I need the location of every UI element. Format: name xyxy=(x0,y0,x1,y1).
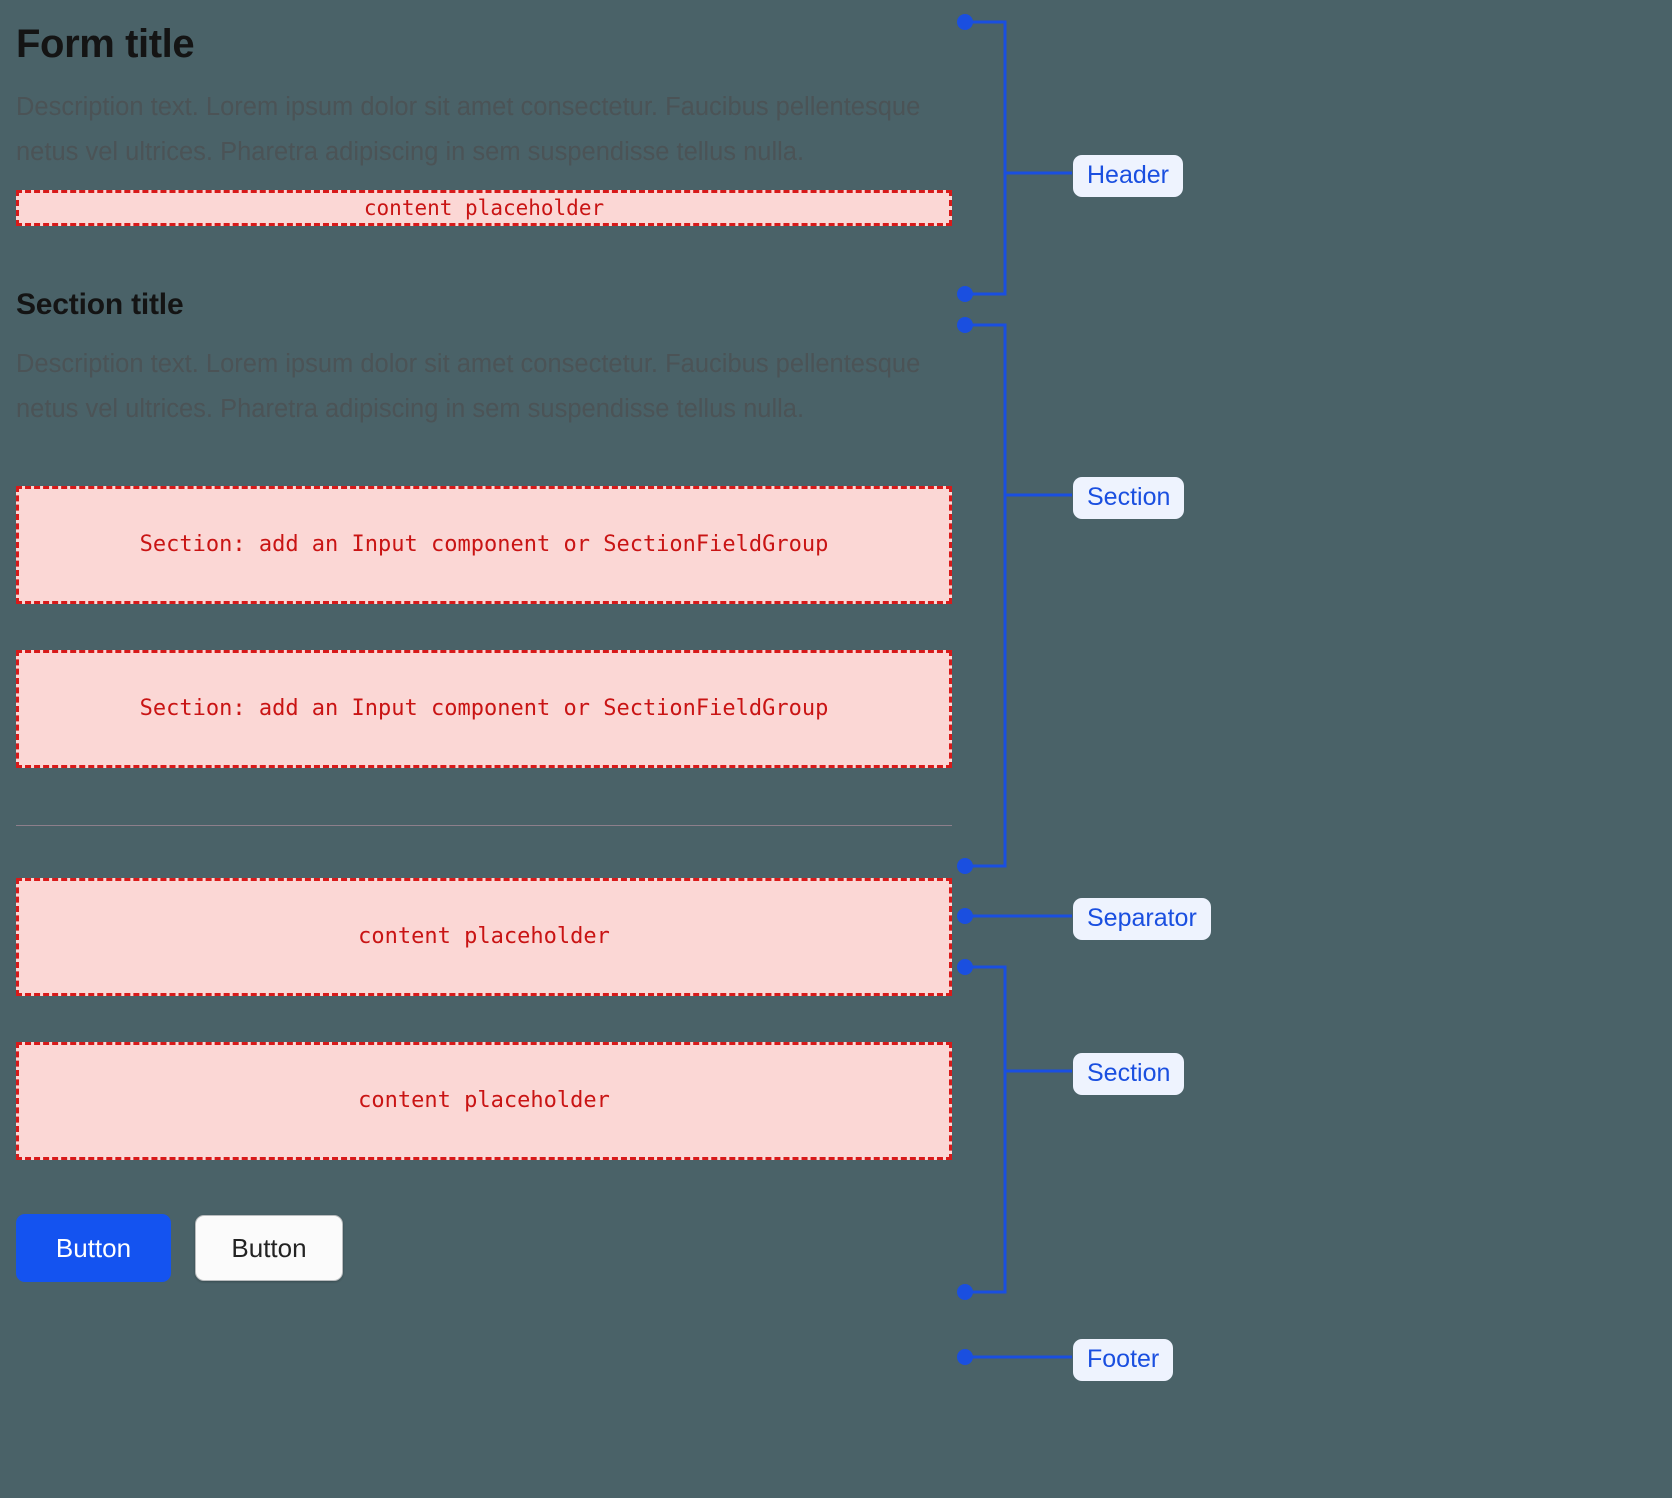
annotation-label-section-two[interactable]: Section xyxy=(1073,1053,1185,1096)
secondary-button[interactable]: Button xyxy=(195,1214,343,1281)
form-footer: Button Button xyxy=(16,1213,956,1282)
anchor-dot xyxy=(957,286,973,302)
section-description: Description text. Lorem ipsum dolor sit … xyxy=(16,350,921,424)
form-column: Form title Description text. Lorem ipsum… xyxy=(16,0,956,1498)
page-title: Form title xyxy=(16,22,195,66)
anchor-dot xyxy=(957,959,973,975)
anchor-dot xyxy=(957,1349,973,1365)
section-field-placeholder[interactable]: Section: add an Input component or Secti… xyxy=(16,649,952,768)
anchor-dot xyxy=(957,1284,973,1300)
form-header-group: Form title Description text. Lorem ipsum… xyxy=(16,0,956,226)
anchor-dot xyxy=(957,858,973,874)
header-content-placeholder[interactable]: content placeholder xyxy=(16,189,952,226)
annotation-label-separator[interactable]: Separator xyxy=(1073,898,1211,941)
anchor-dot xyxy=(957,14,973,30)
separator xyxy=(16,824,952,826)
section-content-placeholder[interactable]: content placeholder xyxy=(16,1041,952,1160)
section-group-one: Section title Description text. Lorem ip… xyxy=(16,288,956,768)
section-field-placeholder[interactable]: Section: add an Input component or Secti… xyxy=(16,485,952,604)
section-title: Section title xyxy=(16,287,184,321)
section-group-two: content placeholder content placeholder xyxy=(16,877,956,1160)
primary-button[interactable]: Button xyxy=(16,1213,171,1282)
anchor-dot xyxy=(957,317,973,333)
annotation-label-section-one[interactable]: Section xyxy=(1073,477,1185,520)
annotation-label-footer[interactable]: Footer xyxy=(1073,1339,1174,1382)
anchor-dot xyxy=(957,908,973,924)
annotation-label-header[interactable]: Header xyxy=(1073,155,1183,198)
section-content-placeholder[interactable]: content placeholder xyxy=(16,877,952,996)
header-description: Description text. Lorem ipsum dolor sit … xyxy=(16,92,921,167)
